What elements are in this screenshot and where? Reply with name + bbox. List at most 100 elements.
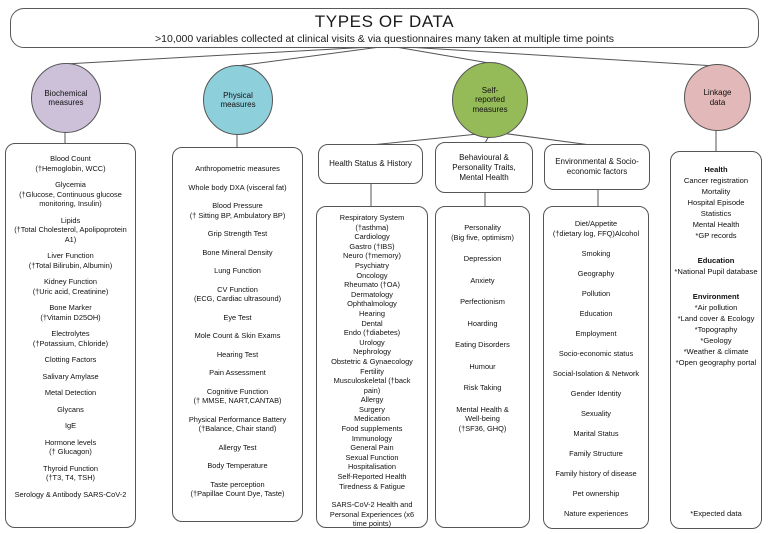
list-item: Nature experiences xyxy=(563,508,629,518)
list-item: Immunology xyxy=(351,433,393,443)
list-item: Anxiety xyxy=(470,275,495,285)
category-circle-physical: Physical measures xyxy=(203,65,273,135)
list-item: Depression xyxy=(463,254,502,263)
list-item: Family Structure xyxy=(569,448,623,458)
list-item: Thyroid Function (†T3, T4, TSH) xyxy=(42,463,99,483)
list-item: IgE xyxy=(64,421,77,430)
list-item: Metal Detection xyxy=(44,388,97,397)
list-item: Health xyxy=(704,165,728,174)
list-item: Hearing xyxy=(359,308,385,318)
list-item: Humour xyxy=(469,361,496,371)
list-item: Mental Health & Well-being (†SF36, GHQ) xyxy=(456,404,509,433)
category-label-self-reported: Self- reported measures xyxy=(472,85,508,114)
list-item: Dermatology xyxy=(351,289,393,299)
category-label-linkage: Linkage data xyxy=(703,88,732,107)
list-item: *Geology xyxy=(700,336,732,345)
list-item: Endo (†diabetes) xyxy=(343,328,401,338)
subheader-environmental-socioeconomic: Environmental & Socio- economic factors xyxy=(544,144,650,190)
category-circle-linkage: Linkage data xyxy=(684,64,751,131)
list-item: Surgery xyxy=(359,404,385,414)
list-item: Family history of disease xyxy=(555,468,637,478)
list-item: Perfectionism xyxy=(460,297,505,306)
list-item: Serology & Antibody SARS-CoV-2 xyxy=(14,489,127,499)
list-item: Whole body DXA (visceral fat) xyxy=(188,182,287,192)
list-item: Respiratory System (†asthma) xyxy=(339,213,405,232)
list-item: Mortality xyxy=(701,187,731,196)
list-item: Gastro (†IBS) xyxy=(349,241,395,251)
list-item: Environment xyxy=(692,292,740,301)
list-item: Grip Strength Test xyxy=(207,229,268,238)
list-item: Eating Disorders xyxy=(455,340,510,349)
list-item: *Expected data xyxy=(690,509,742,518)
category-circle-biochemical: Biochemical measures xyxy=(31,63,101,133)
biochemical-measures-list: Blood Count (†Hemoglobin, WCC)Glycemia (… xyxy=(5,143,136,528)
list-item: Ophthalmology xyxy=(347,299,397,309)
list-item: Lung Function xyxy=(214,266,261,275)
list-item: Mental Health xyxy=(692,220,740,229)
list-item: Risk Taking xyxy=(463,383,502,392)
list-item: General Pain xyxy=(350,443,394,453)
list-item: Salivary Amylase xyxy=(42,371,99,381)
list-item: Hormone levels († Glucagon) xyxy=(44,437,97,457)
list-item: Bone Marker (†Vitamin D25OH) xyxy=(40,303,101,322)
list-item: Geography xyxy=(577,268,615,278)
list-item: Marital Status xyxy=(573,428,619,438)
list-item: Socio-economic status xyxy=(558,348,634,358)
list-item: Lipids (†Total Cholesterol, Apolipoprote… xyxy=(14,215,127,244)
list-item: CV Function (ECG, Cardiac ultrasound) xyxy=(193,284,282,304)
list-item: Obstetric & Gynaecology xyxy=(331,356,413,366)
list-item: Urology xyxy=(359,337,385,347)
list-item: Mole Count & Skin Exams xyxy=(194,331,281,340)
list-item: Sexuality xyxy=(581,408,611,418)
list-item: *Air pollution xyxy=(694,303,738,312)
list-item: Bone Mineral Density xyxy=(202,247,273,257)
list-item: Hospitalisation xyxy=(347,462,397,472)
list-item: *National Pupil database xyxy=(674,267,758,276)
page-subtitle: >10,000 variables collected at clinical … xyxy=(154,32,615,45)
list-item: Hearing Test xyxy=(216,349,259,359)
list-item: Musculoskeletal (†back pain) xyxy=(333,376,411,395)
list-item: Clotting Factors xyxy=(44,355,97,364)
list-item: Employment xyxy=(575,328,617,338)
title-box: TYPES OF DATA >10,000 variables collecte… xyxy=(10,8,759,48)
list-item: Education xyxy=(697,256,735,265)
list-item: Sexual Function xyxy=(345,452,399,462)
list-item: Diet/Appetite (†dietary log, FFQ)Alcohol xyxy=(552,219,640,238)
list-item: Fertility xyxy=(360,366,384,376)
list-item: Oncology xyxy=(356,270,388,280)
list-item: Social-Isolation & Network xyxy=(552,368,640,378)
category-label-biochemical: Biochemical measures xyxy=(44,88,88,108)
list-item: Nephrology xyxy=(353,347,391,357)
list-item: Psychiatry xyxy=(354,260,390,270)
list-item: Body Temperature xyxy=(207,461,268,470)
list-item: Cognitive Function († MMSE, NART,CANTAB) xyxy=(193,386,282,406)
list-item: Hospital Episode Statistics xyxy=(687,198,745,218)
list-item: Glycans xyxy=(57,404,84,414)
list-item: *Land cover & Ecology xyxy=(677,314,755,323)
category-label-physical: Physical measures xyxy=(220,90,256,110)
list-item: Pain Assessment xyxy=(209,368,266,377)
list-item: Allergy xyxy=(360,395,384,405)
list-item: SARS-CoV-2 Health and Personal Experienc… xyxy=(329,500,415,529)
subheader-behavioural-personality: Behavioural & Personality Traits, Mental… xyxy=(435,142,533,193)
list-item: Blood Pressure († Sitting BP, Ambulatory… xyxy=(189,201,286,220)
list-item: *GP records xyxy=(695,231,737,240)
list-item: Dental xyxy=(361,318,383,328)
page-title: TYPES OF DATA xyxy=(314,11,455,31)
list-item: Cardiology xyxy=(354,232,390,242)
behavioural-personality-list: Personality (Big five, optimism) Depressi… xyxy=(435,206,530,528)
list-item: Cancer registration xyxy=(683,176,749,185)
list-item: Rheumato (†OA) xyxy=(344,280,400,290)
list-item: Tiredness & Fatigue xyxy=(339,481,405,491)
list-item: Physical Performance Battery (†Balance, … xyxy=(188,414,287,434)
list-item: Self-Reported Health xyxy=(337,472,407,482)
list-item: Personality (Big five, optimism) xyxy=(451,223,514,242)
list-item: Electrolytes (†Potassium, Chloride) xyxy=(32,329,109,348)
list-item: Eye Test xyxy=(223,312,252,322)
list-item: Education xyxy=(579,308,613,318)
list-item: Anthropometric measures xyxy=(195,164,280,173)
list-item: *Weather & climate xyxy=(683,347,749,356)
